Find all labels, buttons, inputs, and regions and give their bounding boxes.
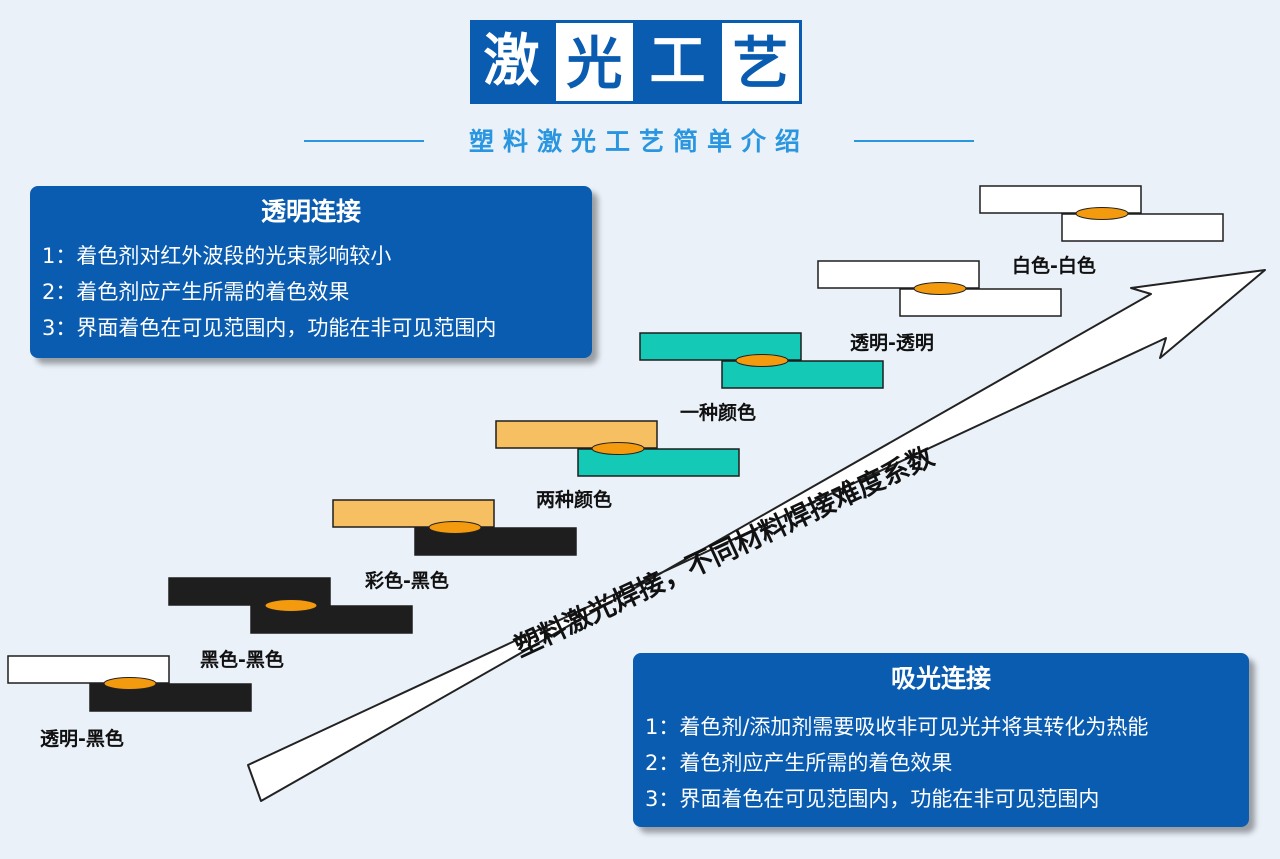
subtitle-divider-left bbox=[304, 140, 424, 142]
material-pair-label: 黑色-黑色 bbox=[200, 648, 284, 671]
subtitle-divider-right bbox=[854, 140, 974, 142]
material-pair-label: 一种颜色 bbox=[680, 401, 756, 424]
page-title: 激 光 工 艺 bbox=[470, 20, 802, 108]
bottom-material bbox=[250, 605, 413, 634]
subtitle: 塑料激光工艺简单介绍 bbox=[468, 127, 809, 156]
title-char: 光 bbox=[553, 20, 636, 104]
subtitle-row: 塑料激光工艺简单介绍 bbox=[304, 122, 974, 162]
panel-item: 2：着色剂应产生所需的着色效果 bbox=[42, 280, 350, 304]
material-step: 两种颜色 bbox=[495, 420, 740, 511]
material-step: 透明-黑色 bbox=[7, 655, 252, 750]
panel-item-list: 1：着色剂对红外波段的光束影响较小 2：着色剂应产生所需的着色效果 3：界面着色… bbox=[42, 238, 496, 346]
material-step: 一种颜色 bbox=[639, 332, 884, 424]
absorption-joining-panel: 吸光连接 1：着色剂/添加剂需要吸收非可见光并将其转化为热能 2：着色剂应产生所… bbox=[633, 653, 1249, 827]
top-material bbox=[495, 420, 658, 449]
weld-seam bbox=[913, 282, 967, 295]
panel-item: 1：着色剂/添加剂需要吸收非可见光并将其转化为热能 bbox=[645, 715, 1149, 739]
difficulty-arrow bbox=[247, 269, 1266, 802]
material-pair-label: 透明-黑色 bbox=[40, 727, 124, 750]
material-step: 黑色-黑色 bbox=[168, 577, 413, 671]
weld-seam bbox=[103, 677, 157, 690]
weld-seam bbox=[591, 442, 645, 455]
material-pair-label: 透明-透明 bbox=[850, 332, 934, 354]
material-pair-label: 彩色-黑色 bbox=[364, 569, 449, 592]
title-char: 工 bbox=[636, 20, 719, 104]
title-char: 激 bbox=[470, 20, 553, 104]
transparent-joining-panel: 透明连接 1：着色剂对红外波段的光束影响较小 2：着色剂应产生所需的着色效果 3… bbox=[30, 186, 592, 358]
title-char: 艺 bbox=[719, 20, 802, 104]
material-pair-label: 两种颜色 bbox=[536, 488, 612, 511]
bottom-material bbox=[577, 448, 740, 477]
material-step: 白色-白色 bbox=[979, 185, 1224, 277]
material-step: 彩色-黑色 bbox=[332, 499, 577, 592]
material-steps: 透明-黑色 黑色-黑色 彩色-黑色 两种颜色 一种颜色 透明-透明 白色-白色 bbox=[7, 185, 1224, 750]
weld-seam bbox=[264, 599, 318, 612]
panel-item: 3：界面着色在可见范围内，功能在非可见范围内 bbox=[42, 316, 497, 340]
weld-seam bbox=[735, 354, 789, 367]
panel-item: 3：界面着色在可见范围内，功能在非可见范围内 bbox=[645, 787, 1100, 811]
panel-item: 2：着色剂应产生所需的着色效果 bbox=[645, 751, 953, 775]
panel-heading: 透明连接 bbox=[260, 197, 361, 226]
weld-seam bbox=[1075, 207, 1129, 220]
panel-item: 1：着色剂对红外波段的光束影响较小 bbox=[42, 244, 392, 268]
weld-seam bbox=[428, 521, 482, 534]
material-pair-label: 白色-白色 bbox=[1012, 254, 1096, 277]
panel-item-list: 1：着色剂/添加剂需要吸收非可见光并将其转化为热能 2：着色剂应产生所需的着色效… bbox=[645, 709, 1148, 817]
material-step: 透明-透明 bbox=[817, 260, 1062, 354]
panel-heading: 吸光连接 bbox=[890, 664, 991, 693]
